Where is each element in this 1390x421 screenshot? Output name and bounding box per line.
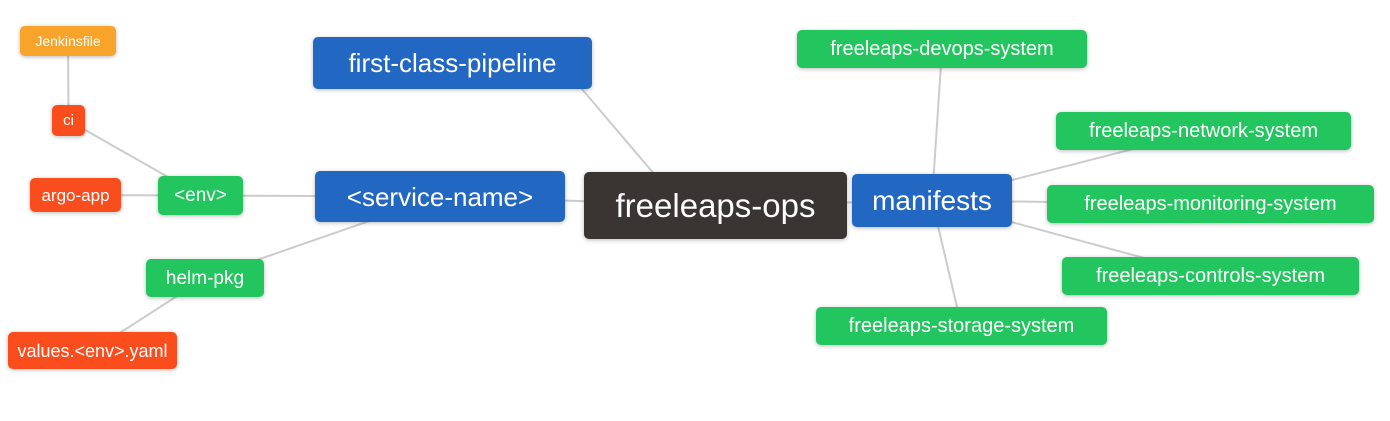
node-freeleaps-storage-system[interactable]: freeleaps-storage-system xyxy=(816,307,1107,345)
node-freeleaps-network-system[interactable]: freeleaps-network-system xyxy=(1056,112,1351,150)
node-manifests[interactable]: manifests xyxy=(852,174,1012,227)
node-freeleaps-controls-system[interactable]: freeleaps-controls-system xyxy=(1062,257,1359,295)
node-service-name[interactable]: <service-name> xyxy=(315,171,565,222)
node-ci[interactable]: ci xyxy=(52,105,85,136)
node-freeleaps-monitoring-system[interactable]: freeleaps-monitoring-system xyxy=(1047,185,1374,223)
node-freeleaps-devops-system[interactable]: freeleaps-devops-system xyxy=(797,30,1087,68)
node-argo-app[interactable]: argo-app xyxy=(30,178,121,212)
node-jenkinsfile[interactable]: Jenkinsfile xyxy=(20,26,116,56)
node-helm-pkg[interactable]: helm-pkg xyxy=(146,259,264,297)
edge-firstclasspipeline-ops xyxy=(569,74,656,176)
node-first-class-pipeline[interactable]: first-class-pipeline xyxy=(313,37,592,89)
node-freeleaps-ops[interactable]: freeleaps-ops xyxy=(584,172,847,239)
node-values-env-yaml[interactable]: values.<env>.yaml xyxy=(8,332,177,369)
node-env[interactable]: <env> xyxy=(158,176,243,215)
